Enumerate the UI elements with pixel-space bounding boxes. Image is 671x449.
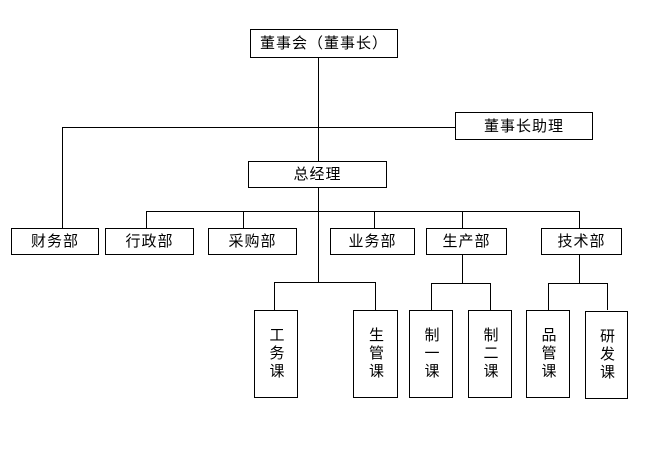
node-dept-production: 生产部 [426,228,507,255]
connector-assistant-horizontal [62,127,455,128]
connector-stub-production-mgmt [375,282,376,310]
connector-stub-purchasing [243,211,244,228]
connector-board-to-gm [318,58,319,161]
connector-stub-production [462,211,463,228]
node-chairman-assistant: 董事长助理 [455,112,593,140]
connector-down-to-finance [62,127,63,228]
node-board-of-directors: 董事会（董事长） [250,29,398,58]
node-dept-technology: 技术部 [541,228,622,255]
connector-stub-mfg-2 [490,283,491,310]
connector-technology-down [579,255,580,283]
node-sec-engineering: 工务课 [254,310,298,398]
node-sec-production-mgmt: 生管课 [353,310,398,398]
connector-production-down [462,255,463,283]
connector-production-horizontal [431,283,491,284]
connector-gm-sections-horizontal [274,282,376,283]
connector-departments-horizontal [146,211,580,212]
node-dept-purchasing: 采购部 [208,228,297,255]
connector-stub-admin [146,211,147,228]
connector-stub-rnd [607,283,608,310]
node-sec-rnd: 研发课 [585,311,628,399]
connector-stub-engineering [274,282,275,310]
connector-stub-technology [579,211,580,228]
node-sec-mfg-1: 制一课 [409,310,453,398]
connector-stub-mfg-1 [431,283,432,310]
node-dept-business: 业务部 [330,228,415,255]
connector-technology-horizontal [548,283,608,284]
node-dept-admin: 行政部 [105,228,194,255]
connector-stub-business [374,211,375,228]
connector-gm-down [318,188,319,282]
node-sec-mfg-2: 制二课 [468,310,512,398]
connector-stub-quality [548,283,549,310]
node-general-manager: 总经理 [248,161,387,188]
node-dept-finance: 财务部 [11,228,99,255]
node-sec-quality: 品管课 [526,310,570,398]
